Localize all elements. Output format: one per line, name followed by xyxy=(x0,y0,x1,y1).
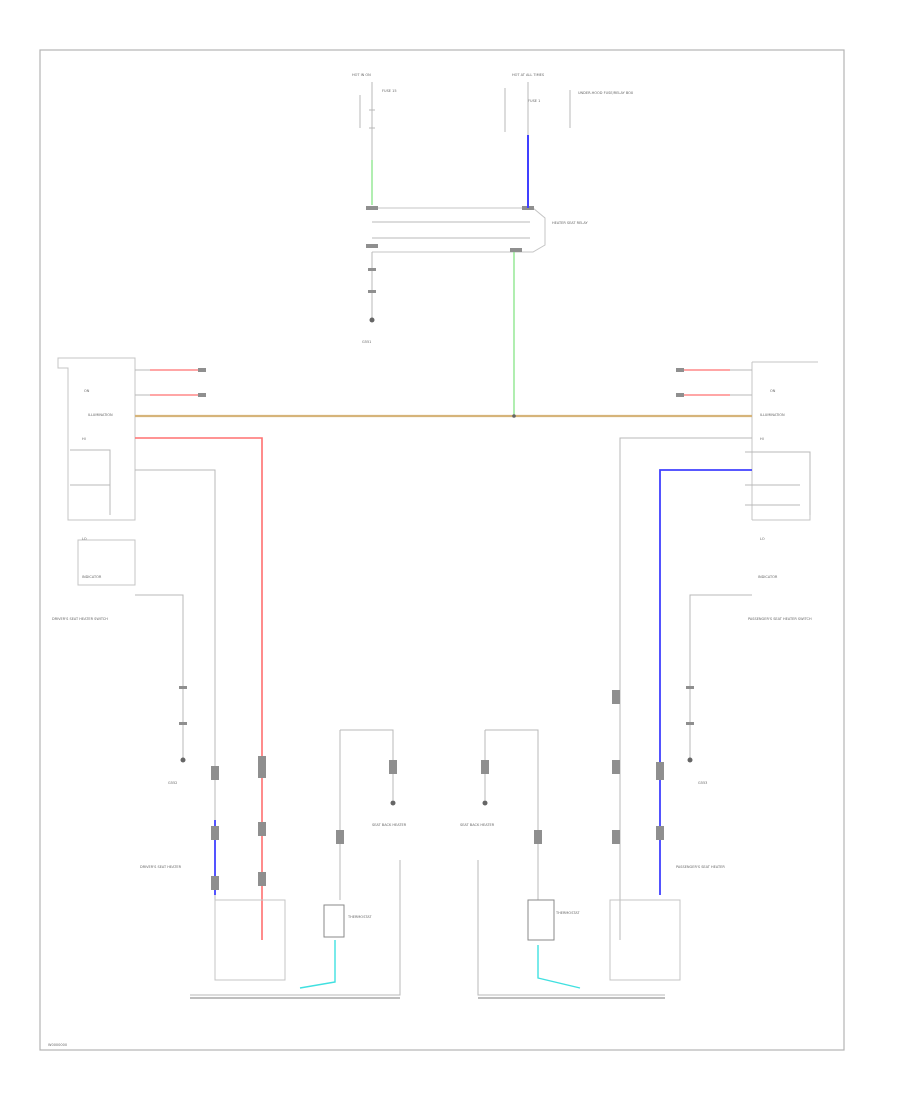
right-ground-conn-a xyxy=(686,686,694,689)
right-seat-back-loop xyxy=(485,729,539,900)
ground-connector-b xyxy=(368,290,376,293)
left-ground-conn-b xyxy=(179,722,187,725)
driver-red-connectors xyxy=(211,756,664,890)
right-ground-label: G553 xyxy=(698,781,707,785)
top-left-fuse-label: FUSE 15 xyxy=(382,89,397,93)
passenger-seat-heater-switch: ON ILLUMINATION HI LO INDICATOR PASSENGE… xyxy=(612,361,818,940)
right-illum-label: ILLUMINATION xyxy=(760,413,785,417)
right-on-label: ON xyxy=(770,389,776,393)
left-lead-connector-2 xyxy=(198,393,206,397)
indicator-conn-c xyxy=(211,876,219,890)
blue-right-conn-a xyxy=(656,762,664,780)
right-back-conn xyxy=(481,760,489,774)
left-ground-label: G552 xyxy=(168,781,177,785)
left-indicator-label: INDICATOR xyxy=(82,575,102,579)
left-illum-label: ILLUMINATION xyxy=(88,413,113,417)
driver-seat-heater-switch: ON ILLUMINATION HI LO INDICATOR DRIVER'S… xyxy=(52,357,216,940)
ground-connector-a xyxy=(368,268,376,271)
right-seat-title: PASSENGER'S SEAT HEATER xyxy=(676,865,725,869)
right-lo-label: LO xyxy=(760,537,765,541)
top-left-fuse-symbol xyxy=(369,109,375,129)
right-switch-contacts xyxy=(745,451,811,515)
top-right-box-label: UNDER-HOOD FUSE/RELAY BOX xyxy=(578,91,634,95)
right-thermostat-symbol xyxy=(527,899,555,941)
top-left-source-label: HOT IN ON xyxy=(352,73,371,77)
red-conn-a xyxy=(258,756,266,778)
left-seat-element-box xyxy=(214,899,286,981)
right-back-ground xyxy=(482,800,488,806)
left-lead-connector-1 xyxy=(198,368,206,372)
left-back-ground xyxy=(390,800,396,806)
blue-wire-passenger-lo xyxy=(659,469,752,895)
cyan-wire-passenger-thermostat xyxy=(537,945,581,989)
indicator-conn-b xyxy=(211,826,219,840)
relay-pin-1 xyxy=(366,206,378,210)
right-switch-title: PASSENGER'S SEAT HEATER SWITCH xyxy=(748,617,812,621)
left-seat-title: DRIVER'S SEAT HEATER xyxy=(140,865,182,869)
blue-right-conn-b xyxy=(656,826,664,840)
left-ground-conn-a xyxy=(179,686,187,689)
relay-internal-lines xyxy=(372,221,530,239)
right-seat-bottom-bus xyxy=(477,860,665,996)
left-lo-label: LO xyxy=(82,537,87,541)
bus-junction-dot xyxy=(512,414,516,418)
left-switch-housing xyxy=(57,357,136,521)
left-switch-title: DRIVER'S SEAT HEATER SWITCH xyxy=(52,617,108,621)
right-seat-element-box xyxy=(609,899,681,981)
right-ground-symbol xyxy=(687,757,693,763)
right-lead-connector-2 xyxy=(676,393,684,397)
left-seat-back-loop xyxy=(340,729,394,800)
top-right-source-label: HOT AT ALL TIMES xyxy=(512,73,545,77)
left-back-ground-label: SEAT BACK HEATER xyxy=(372,823,407,827)
right-lead-connector-1 xyxy=(676,368,684,372)
left-indicator-housing xyxy=(77,539,136,586)
right-thermostat-label: THERMOSTAT xyxy=(555,911,580,915)
left-on-label: ON xyxy=(84,389,90,393)
left-ground-wire xyxy=(135,594,184,760)
left-seat-bottom-bus xyxy=(190,860,401,996)
bottom-left-code: W0000000 xyxy=(48,1043,67,1047)
right-back-conn-2 xyxy=(534,830,542,844)
left-thermostat-label: THERMOSTAT xyxy=(347,915,372,919)
heater-seat-relay-box xyxy=(372,207,546,253)
passenger-seat-heater: PASSENGER'S SEAT HEATER SEAT BACK HEATER… xyxy=(460,729,725,999)
right-hi-conn-b xyxy=(612,760,620,774)
left-back-conn xyxy=(389,760,397,774)
driver-seat-heater: DRIVER'S SEAT HEATER SEAT BACK HEATER TH… xyxy=(140,729,407,999)
cyan-wire-driver-thermostat xyxy=(299,940,336,989)
right-ground-conn-b xyxy=(686,722,694,725)
left-hi-label: HI xyxy=(82,437,86,441)
diagram-frame xyxy=(39,49,845,1051)
relay-pin-4 xyxy=(510,248,522,252)
right-hi-conn-a xyxy=(612,690,620,704)
right-switch-top-leads xyxy=(680,369,752,396)
left-thermostat-symbol xyxy=(323,904,345,938)
relay-pin-2 xyxy=(366,244,378,248)
indicator-conn-a xyxy=(211,766,219,780)
left-switch-contacts xyxy=(70,449,111,515)
red-conn-b xyxy=(258,822,266,836)
top-right-fuse-label: FUSE 1 xyxy=(528,99,540,103)
left-indicator-wire xyxy=(135,469,216,940)
right-hi-conn-c xyxy=(612,830,620,844)
right-ground-wire xyxy=(689,594,752,760)
ground-top-label: G551 xyxy=(362,340,371,344)
right-indicator-label: INDICATOR xyxy=(758,575,778,579)
top-fuse-section: HOT IN ON FUSE 15 HOT AT ALL TIMES FUSE … xyxy=(352,73,634,344)
right-hi-label: HI xyxy=(760,437,764,441)
heater-relay-label: HEATER SEAT RELAY xyxy=(552,221,588,225)
left-switch-top-leads xyxy=(135,369,205,396)
left-back-conn-2 xyxy=(336,830,344,844)
colored-wires xyxy=(135,135,752,989)
red-conn-c xyxy=(258,872,266,886)
right-switch-housing xyxy=(751,361,818,521)
ground-symbol-top xyxy=(369,317,375,323)
left-ground-symbol xyxy=(180,757,186,763)
right-back-ground-label: SEAT BACK HEATER xyxy=(460,823,495,827)
